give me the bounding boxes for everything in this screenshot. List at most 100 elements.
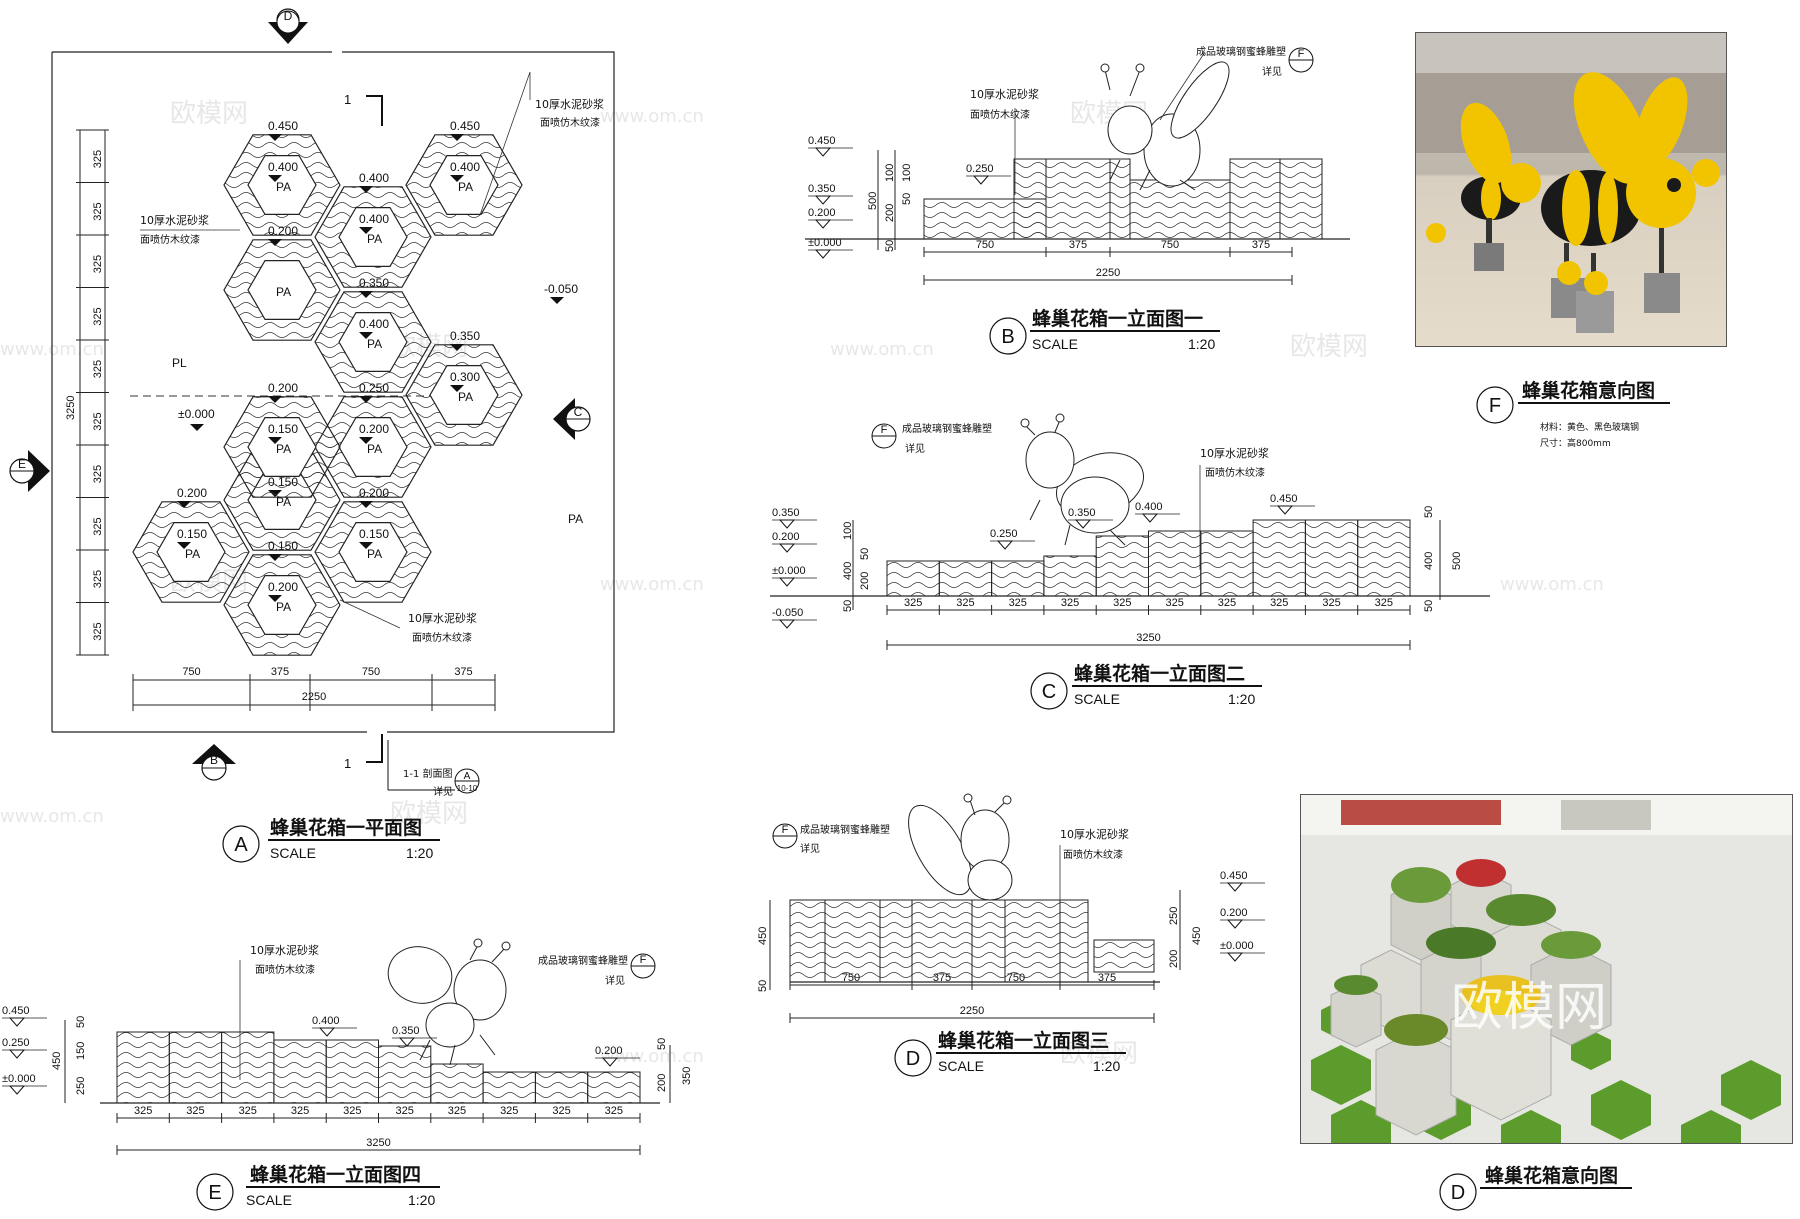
dim-text: 100 <box>901 164 913 182</box>
dim-text: 350 <box>681 1067 693 1085</box>
hex-top-level: 0.450 <box>450 119 480 133</box>
dim-text: 100 <box>842 522 854 540</box>
hex-label: PA <box>276 285 291 299</box>
planter-block <box>938 560 993 597</box>
svg-text:面喷仿木纹漆: 面喷仿木纹漆 <box>1063 848 1123 861</box>
svg-text:面喷仿木纹漆: 面喷仿木纹漆 <box>255 963 315 976</box>
plan-frame <box>52 51 615 733</box>
svg-text:C: C <box>1042 681 1056 703</box>
dim-text: 325 <box>92 360 104 378</box>
hex-label: PA <box>458 180 473 194</box>
note: 10厚水泥砂浆 <box>1060 827 1129 841</box>
svg-text:10-10: 10-10 <box>457 784 478 793</box>
dim-text: 375 <box>933 972 951 984</box>
hex-label: PA <box>276 442 291 456</box>
watermark-logo: 欧模网 <box>390 799 468 829</box>
dim-text: 375 <box>1069 239 1087 251</box>
size-note: 尺寸：高800mm <box>1540 437 1611 449</box>
level-text: ±0.000 <box>1220 940 1254 952</box>
dim-text: 200 <box>1168 950 1180 968</box>
hex-top-level: 0.200 <box>268 381 298 395</box>
dim-text: 325 <box>92 412 104 430</box>
svg-text:详见: 详见 <box>800 842 820 855</box>
dim-text: 325 <box>92 622 104 640</box>
dim-text: 325 <box>552 1105 570 1117</box>
dim-text: 325 <box>1322 597 1340 609</box>
level-text: 0.400 <box>1135 501 1163 513</box>
level-text: ±0.000 <box>808 237 842 249</box>
hex-inner-level: 0.400 <box>450 160 480 174</box>
dim-text: 325 <box>1165 597 1183 609</box>
label-pl: PL <box>172 356 187 370</box>
dim-text: 450 <box>1191 927 1203 945</box>
level-text: ±0.000 <box>772 565 806 577</box>
svg-text:1:20: 1:20 <box>1228 691 1255 707</box>
hex-label: PA <box>367 442 382 456</box>
marker-c: C <box>553 398 591 440</box>
svg-text:C: C <box>574 405 583 419</box>
planter-block <box>1043 555 1097 597</box>
dim-text: 325 <box>904 597 922 609</box>
dim-text: 250 <box>75 1077 87 1095</box>
title-badge-a <box>222 825 260 863</box>
svg-text:详见: 详见 <box>1262 65 1282 78</box>
level-text: 0.250 <box>2 1037 30 1049</box>
scale-label: SCALE <box>270 845 316 861</box>
level-text: 0.250 <box>966 163 994 175</box>
dim-text: 50 <box>884 240 896 252</box>
photo-watermark: 欧模网 <box>1451 978 1607 1038</box>
level-text: 0.450 <box>1220 870 1248 882</box>
level-text: 0.450 <box>2 1005 30 1017</box>
dim-text: 325 <box>92 570 104 588</box>
dim-text: 750 <box>182 666 200 678</box>
dim-text: 250 <box>1168 907 1180 925</box>
planter-cluster <box>1330 859 1612 1136</box>
hex-label: PA <box>276 495 291 509</box>
hex-label: PA <box>276 600 291 614</box>
planter-block <box>991 560 1045 597</box>
dim-text: 50 <box>859 548 871 560</box>
section-note: 1-1 剖面图 <box>403 767 453 780</box>
dim-text: 325 <box>134 1105 152 1117</box>
dim-text: 50 <box>1423 600 1435 612</box>
plan-view-a: 0.450PA0.4000.450PA0.4000.400PA0.4000.20… <box>9 8 615 863</box>
planter-block <box>1357 519 1411 597</box>
level-text: 0.350 <box>392 1025 420 1037</box>
marker-d: D <box>268 8 308 44</box>
bee-sculpture-icon <box>1020 413 1145 546</box>
hex-top-level: 0.200 <box>268 224 298 238</box>
planter-block <box>1095 535 1149 597</box>
svg-text:面喷仿木纹漆: 面喷仿木纹漆 <box>970 108 1030 121</box>
svg-text:SCALE: SCALE <box>1074 691 1120 707</box>
watermark-url: www.om.cn <box>830 339 934 360</box>
intent-d-caption: D 蜂巢花箱意向图 <box>1439 1164 1632 1211</box>
section-mark-top: 1 <box>344 92 351 107</box>
intent-title: 蜂巢花箱意向图 <box>1522 379 1655 402</box>
intent-photo-planters: 欧模网 <box>1300 794 1793 1144</box>
svg-text:F: F <box>782 824 789 836</box>
level-mark: -0.050 <box>544 282 578 296</box>
note: 10厚水泥砂浆 <box>970 87 1039 101</box>
dim-text: 325 <box>92 517 104 535</box>
dim-text: 400 <box>842 562 854 580</box>
intent-photo-bees <box>1415 32 1727 347</box>
label-pa: PA <box>568 512 583 526</box>
elevation-b: 成品玻璃钢蜜蜂雕塑 详见 F 10厚水泥砂浆 面喷仿木纹漆 0.4500.350… <box>805 45 1350 355</box>
dim-total: 3250 <box>1136 632 1160 644</box>
hex-label: PA <box>458 390 473 404</box>
dim-text: 50 <box>901 193 913 205</box>
hex-inner-level: 0.400 <box>359 317 389 331</box>
dim-text: 50 <box>75 1016 87 1028</box>
planter-block <box>587 1071 641 1104</box>
dim-text: 325 <box>448 1105 466 1117</box>
dim-text: 50 <box>656 1038 668 1050</box>
dim-text: 325 <box>605 1105 623 1117</box>
dim-text: 325 <box>395 1105 413 1117</box>
svg-text:面喷仿木纹漆: 面喷仿木纹漆 <box>412 631 472 644</box>
